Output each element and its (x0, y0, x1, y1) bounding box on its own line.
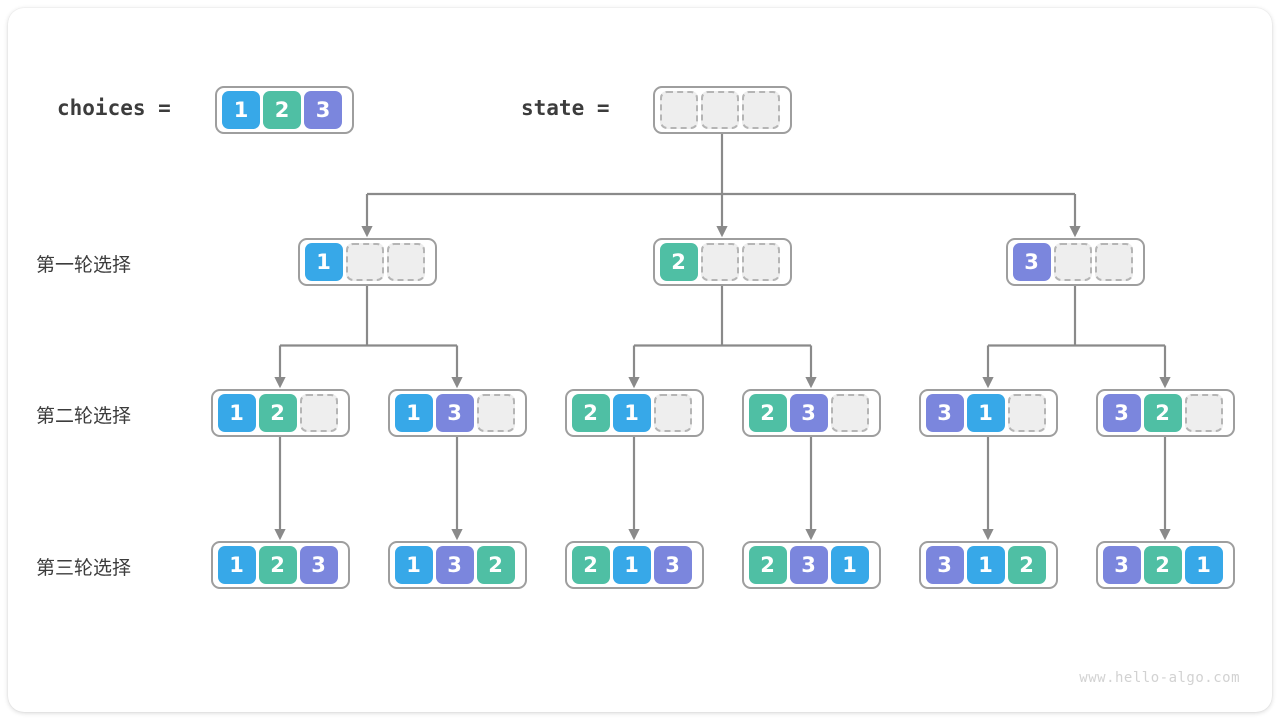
cell-value: 1 (830, 546, 869, 584)
watermark: www.hello-algo.com (1079, 670, 1240, 686)
choices-label: choices = (57, 96, 171, 120)
cell-value: 1 (966, 546, 1005, 584)
cell-empty (653, 394, 692, 432)
cell-empty (299, 394, 338, 432)
cell-value: 1 (222, 91, 260, 129)
cell-value: 1 (612, 394, 651, 432)
cell-empty (700, 243, 739, 281)
state-array (652, 86, 792, 134)
cell-empty (741, 243, 780, 281)
cell-value: 2 (1007, 546, 1046, 584)
cell-empty (1184, 394, 1223, 432)
level1-node-2: 2 (652, 238, 792, 286)
cell-empty (1053, 243, 1092, 281)
cell-value: 1 (217, 394, 256, 432)
cell-value: 1 (612, 546, 651, 584)
cell-value: 2 (263, 91, 301, 129)
cell-value: 2 (748, 546, 787, 584)
cell-value: 3 (1102, 546, 1141, 584)
cell-empty (1007, 394, 1046, 432)
level1-node-3: 3 (1005, 238, 1145, 286)
cell-value: 3 (435, 546, 474, 584)
cell-value: 2 (748, 394, 787, 432)
cell-empty (476, 394, 515, 432)
cell-empty (386, 243, 425, 281)
cell-value: 2 (659, 243, 698, 281)
cell-value: 3 (925, 546, 964, 584)
cell-value: 3 (304, 91, 342, 129)
cell-empty (345, 243, 384, 281)
cell-value: 3 (789, 546, 828, 584)
cell-value: 2 (1143, 546, 1182, 584)
cell-value: 2 (1143, 394, 1182, 432)
cell-empty (741, 91, 780, 129)
cell-value: 1 (394, 546, 433, 584)
cell-value: 2 (258, 394, 297, 432)
diagram-card (8, 8, 1272, 712)
cell-value: 1 (1184, 546, 1223, 584)
cell-value: 3 (789, 394, 828, 432)
cell-empty (1094, 243, 1133, 281)
cell-value: 2 (571, 546, 610, 584)
cell-value: 3 (925, 394, 964, 432)
cell-empty (659, 91, 698, 129)
cell-value: 3 (299, 546, 338, 584)
level1-node-1: 1 (297, 238, 437, 286)
cell-value: 2 (258, 546, 297, 584)
row-label-round-3: 第三轮选择 (36, 557, 132, 579)
cell-empty (830, 394, 869, 432)
cell-value: 1 (394, 394, 433, 432)
row-label-round-1: 第一轮选择 (36, 254, 132, 276)
cell-value: 1 (217, 546, 256, 584)
row-label-round-2: 第二轮选择 (36, 405, 132, 427)
cell-value: 3 (1102, 394, 1141, 432)
cell-value: 2 (476, 546, 515, 584)
cell-value: 1 (304, 243, 343, 281)
cell-value: 3 (435, 394, 474, 432)
cell-empty (700, 91, 739, 129)
cell-value: 2 (571, 394, 610, 432)
cell-value: 3 (653, 546, 692, 584)
cell-value: 3 (1012, 243, 1051, 281)
cell-value: 1 (966, 394, 1005, 432)
state-label: state = (521, 96, 610, 120)
